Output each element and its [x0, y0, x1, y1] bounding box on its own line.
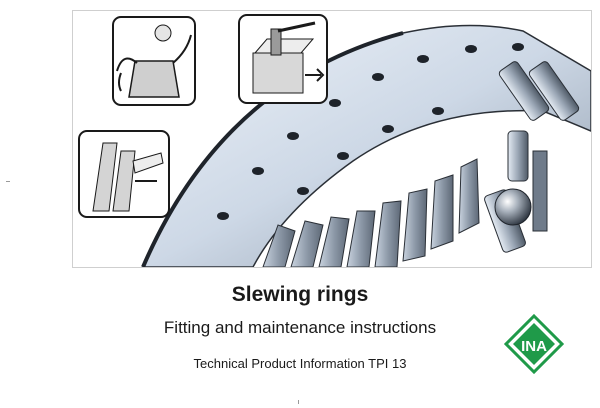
ina-logo-icon: INA: [503, 313, 565, 375]
gear-teeth: [262, 158, 480, 267]
slewing-ring-illustration: [78, 14, 591, 267]
inset-lubrication: [112, 16, 196, 106]
inset-fitting: [238, 14, 328, 104]
document-subtitle: Fitting and maintenance instructions: [163, 318, 437, 337]
rolling-elements: [484, 61, 580, 253]
ina-logo: INA: [503, 313, 565, 375]
ina-logo-text: INA: [521, 338, 547, 355]
product-information-label: Technical Product Information TPI 13: [193, 356, 407, 371]
document-title: Slewing rings: [231, 283, 369, 306]
cover-illustration: [72, 10, 592, 268]
inset-inspection: [78, 130, 170, 218]
slewing-ring: [141, 24, 591, 267]
crop-mark-bottom: [298, 400, 299, 404]
crop-mark-left: [6, 181, 10, 182]
